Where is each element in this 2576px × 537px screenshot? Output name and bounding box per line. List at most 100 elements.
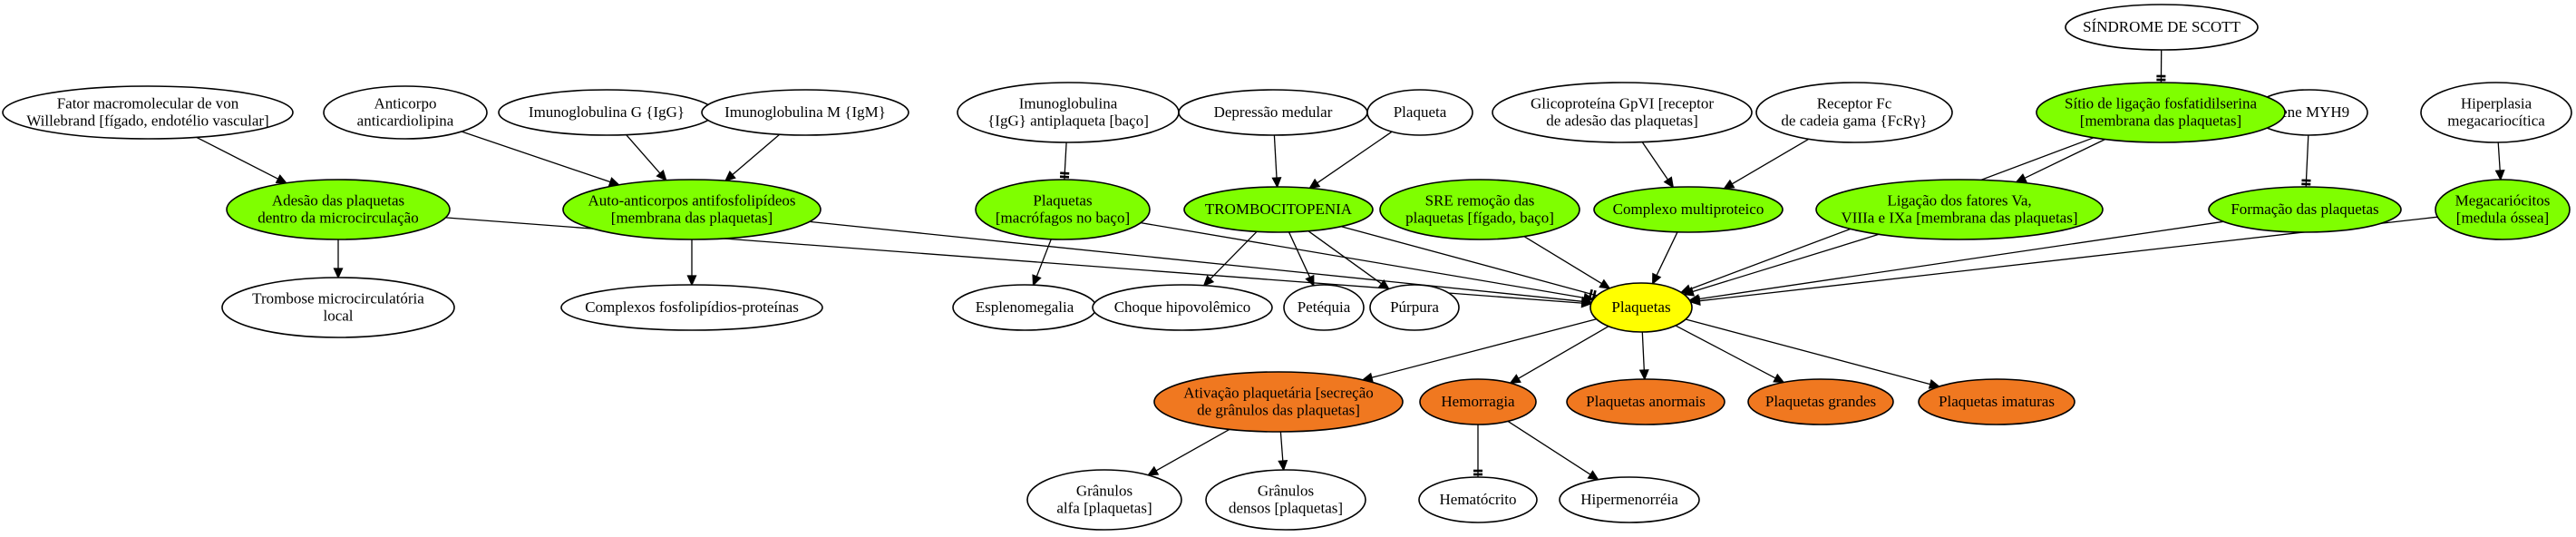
node-label: Plaquetas imaturas: [1939, 393, 2055, 410]
node-label: local: [323, 308, 353, 325]
node-shape: [1559, 476, 1700, 523]
edge-trombocitopenia-to-plaquetas: [1341, 226, 1598, 300]
node-label: Grânulos: [1258, 483, 1314, 500]
edge-line: [2024, 138, 2106, 179]
node-label: Hematócrito: [1440, 491, 1517, 508]
edge-glicoproteina-to-complexo: [1641, 142, 1675, 189]
edge-igg-to-auto_anticorpos: [626, 134, 667, 181]
edge-hemorragia-to-hipermenorreia: [1507, 420, 1599, 481]
node-label: Hemorragia: [1441, 393, 1515, 410]
node-plaquetas: Plaquetas: [1589, 282, 1693, 333]
node-label: SRE remoção das: [1425, 192, 1535, 210]
edge-arrowhead: [2494, 169, 2505, 181]
node-label: de grânulos das plaquetas]: [1197, 402, 1360, 419]
node-shape: [1366, 89, 1473, 136]
edge-arrowhead: [1305, 274, 1315, 288]
node-label: Adesão das plaquetas: [272, 192, 404, 210]
edge-tee-bar: [1059, 175, 1070, 179]
edge-line: [1698, 220, 2224, 300]
node-hematocrito: Hematócrito: [1418, 476, 1538, 523]
edge-line: [1507, 420, 1591, 475]
edge-line: [1731, 138, 1810, 185]
node-label: Esplenomegalia: [976, 298, 1074, 316]
edge-line: [1341, 226, 1589, 294]
edge-hiperplasia-to-megacariocitos: [2494, 142, 2505, 181]
node-shape: [1369, 284, 1460, 331]
edge-line: [732, 133, 781, 176]
node-shape: [562, 179, 821, 240]
edge-arrowhead: [1271, 177, 1282, 189]
node-sindrome-de-scott: SÍNDROME DE SCOTT: [2065, 4, 2259, 51]
node-label: Plaquetas grandes: [1765, 393, 1876, 410]
node-label: anticardiolipina: [357, 112, 454, 130]
node-shape: [560, 284, 823, 331]
node-hemorragia: Hemorragia: [1419, 378, 1537, 425]
edge-igm-to-auto_anticorpos: [724, 133, 781, 182]
edge-line-tail: [1588, 292, 1598, 297]
node-gene-myh9: Gene MYH9: [2250, 89, 2368, 136]
node-shape: [1918, 378, 2075, 425]
node-label: de cadeia gama {FcRγ}: [1781, 112, 1927, 130]
node-petequia: Petéquia: [1283, 284, 1365, 331]
edge-anticorpo_anticardiolipina-to-auto_anticorpos: [461, 131, 621, 187]
edge-auto_anticorpos-to-complexos_fosfo: [686, 239, 697, 287]
edge-line: [2497, 142, 2501, 171]
edge-ativacao-to-granulos_densos: [1278, 431, 1288, 472]
node-label: TROMBOCITOPENIA: [1205, 200, 1353, 218]
edge-igg_antiplaqueta-to-plaquetas_macrofagos: [1059, 142, 1070, 181]
node-plaquetas-anormais: Plaquetas anormais: [1566, 378, 1725, 425]
node-shape: [1026, 469, 1182, 531]
edge-line: [1692, 233, 1880, 293]
edge-line: [809, 220, 1583, 302]
node-shape: [2065, 4, 2259, 51]
node-shape: [1492, 82, 1753, 143]
edge-gene_myh9-to-formacao: [2301, 134, 2311, 188]
node-label: VIIIa e IXa [membrana das plaquetas]: [1841, 210, 2077, 227]
edge-line: [1675, 325, 1776, 379]
node-shape: [2208, 186, 2402, 233]
edge-line: [461, 131, 611, 183]
node-label: alfa [plaquetas]: [1056, 500, 1152, 517]
node-depressao-medular: Depressão medular: [1178, 89, 1368, 136]
edge-line: [1656, 231, 1678, 276]
node-label: Imunoglobulina G {IgG}: [529, 103, 685, 121]
node-igg-antiplaqueta: Imunoglobulina{IgG} antiplaqueta [baço]: [957, 82, 1180, 143]
edge-plaquetas_macrofagos-to-esplenomegalia: [1032, 239, 1052, 287]
node-shape: [1815, 179, 2104, 240]
node-label: Sítio de ligação fosfatidilserina: [2065, 95, 2257, 112]
edge-arrowhead: [275, 174, 288, 184]
edge-hemorragia-to-hematocrito: [1473, 425, 1482, 477]
edge-line: [1035, 239, 1052, 278]
node-label: Receptor Fc: [1817, 95, 1892, 112]
edge-fator_von_willebrand-to-adesao: [196, 136, 288, 184]
node-shape: [975, 179, 1151, 240]
node-label: Grânulos: [1076, 483, 1132, 500]
edge-line: [1288, 231, 1311, 278]
node-shape: [1205, 469, 1366, 531]
edge-plaquetas-to-plaquetas_anormais: [1638, 331, 1649, 381]
edge-sitio-to-ligacao_fatores: [2015, 138, 2106, 183]
edge-arrowhead: [1146, 465, 1160, 476]
node-label: Plaquetas: [1611, 298, 1670, 316]
edge-receptor_fc-to-complexo: [1723, 138, 1810, 190]
node-plaquetas-macrofagos: Plaquetas[macrófagos no baço]: [975, 179, 1151, 240]
edge-line: [626, 134, 661, 174]
edge-line: [2305, 134, 2309, 179]
edge-trombocitopenia-to-choque: [1202, 230, 1258, 287]
node-label: [macrófagos no baço]: [996, 210, 1130, 227]
edge-tee-bar: [1591, 289, 1597, 300]
node-formacao-plaquetas: Formação das plaquetas: [2208, 186, 2402, 233]
node-label: Complexos fosfolipídios-proteínas: [585, 298, 799, 316]
node-plaqueta: Plaqueta: [1366, 89, 1473, 136]
node-sitio-ligacao: Sítio de ligação fosfatidilserina[membra…: [2036, 82, 2286, 143]
node-label: [medula óssea]: [2456, 210, 2549, 227]
node-label: SÍNDROME DE SCOTT: [2083, 18, 2241, 35]
edge-arrowhead: [1599, 278, 1611, 289]
edge-arrowhead: [1679, 284, 1693, 294]
